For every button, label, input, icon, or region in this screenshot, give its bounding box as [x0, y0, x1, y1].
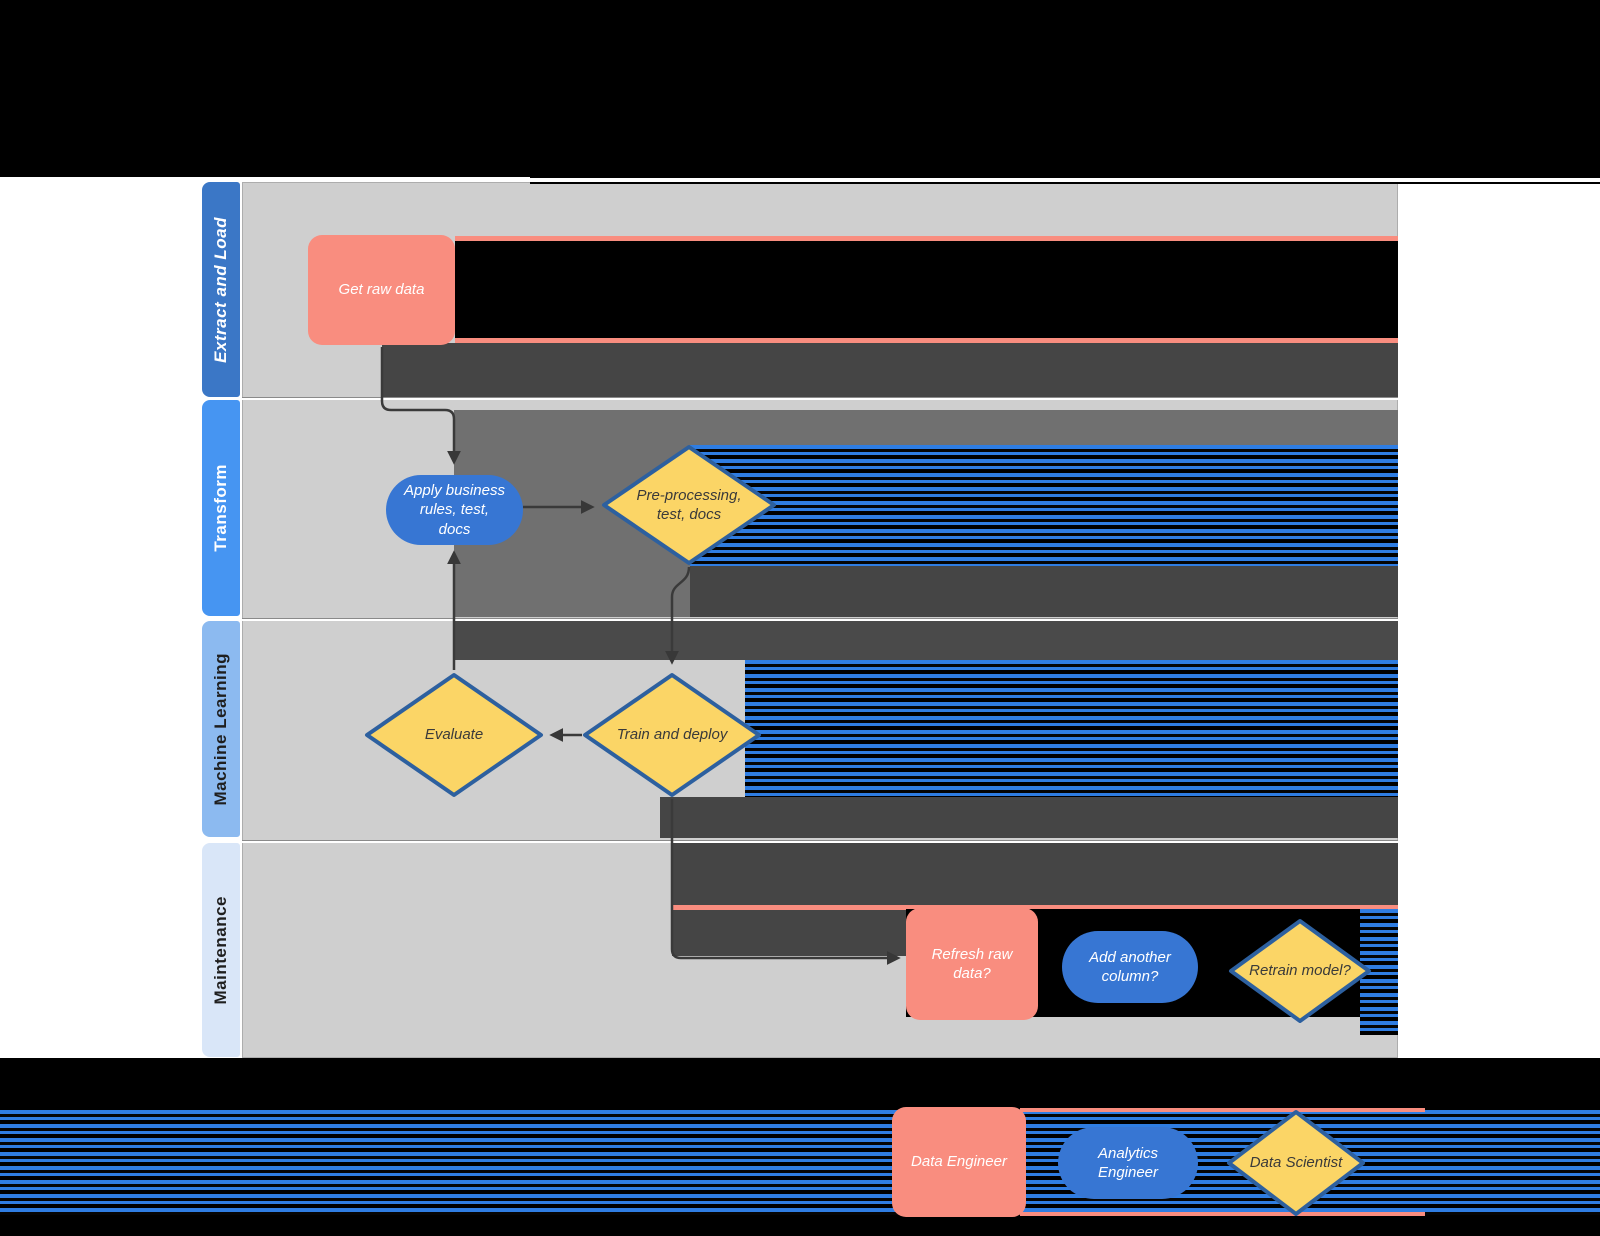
lane-divider: [242, 618, 1398, 621]
node-label: Pre-processing, test, docs: [636, 486, 742, 524]
legend-label: Data Scientist: [1249, 1154, 1343, 1172]
glitch-band: [672, 910, 907, 956]
lane-header-machine-learning[interactable]: Machine Learning: [202, 621, 240, 837]
lane-label: Extract and Load: [211, 216, 230, 363]
node-train-and-deploy[interactable]: Train and deploy: [582, 672, 762, 798]
glitch-line: [530, 182, 1600, 184]
diamond-shape: [1227, 1110, 1365, 1216]
glitch-line: [455, 236, 1398, 241]
node-apply-business-rules[interactable]: Apply business rules, test, docs: [386, 475, 523, 545]
node-label: Refresh raw data?: [931, 945, 1013, 983]
glitch-band: [454, 410, 1398, 447]
lane-divider: [242, 397, 1398, 400]
diamond-shape: [365, 673, 543, 797]
node-retrain-model[interactable]: Retrain model?: [1228, 918, 1372, 1024]
node-add-another-column[interactable]: Add another column?: [1062, 931, 1198, 1003]
glitch-stripes: [690, 445, 1398, 566]
glitch-band: [455, 241, 1398, 338]
lane-label: Machine Learning: [211, 652, 230, 806]
glitch-band: [690, 566, 1398, 617]
node-preprocessing[interactable]: Pre-processing, test, docs: [601, 444, 777, 566]
glitch-band-top: [0, 0, 1600, 178]
node-refresh-raw-data[interactable]: Refresh raw data?: [906, 908, 1038, 1020]
glitch-line: [0, 177, 530, 181]
lane-label: Transform: [211, 464, 230, 552]
lane-divider: [242, 840, 1398, 843]
lane-label: Maintenance: [211, 895, 230, 1005]
node-label: Get raw data: [338, 281, 425, 299]
glitch-band: [382, 343, 1398, 397]
lane-header-extract-and-load[interactable]: Extract and Load: [202, 182, 240, 397]
lane-header-maintenance[interactable]: Maintenance: [202, 843, 240, 1057]
node-label: Evaluate: [424, 726, 484, 744]
diamond-shape: [1229, 919, 1371, 1023]
legend-data-engineer[interactable]: Data Engineer: [892, 1107, 1026, 1217]
node-label: Train and deploy: [616, 726, 728, 744]
legend-label: Data Engineer: [911, 1153, 1007, 1171]
node-label: Apply business rules, test, docs: [404, 481, 505, 538]
node-get-raw-data[interactable]: Get raw data: [308, 235, 455, 345]
node-evaluate[interactable]: Evaluate: [364, 672, 544, 798]
lane-header-transform[interactable]: Transform: [202, 400, 240, 616]
node-label: Add another column?: [1089, 948, 1171, 986]
glitch-band: [672, 843, 1398, 905]
legend-analytics-engineer[interactable]: Analytics Engineer: [1058, 1127, 1198, 1199]
glitch-band: [660, 797, 1398, 838]
glitch-line: [1020, 1212, 1425, 1216]
diamond-shape: [602, 445, 776, 565]
legend-label: Analytics Engineer: [1097, 1144, 1159, 1182]
glitch-stripes: [745, 660, 1398, 797]
glitch-line: [672, 905, 1398, 910]
glitch-band: [454, 621, 1398, 660]
glitch-line: [455, 338, 1398, 343]
legend-data-scientist[interactable]: Data Scientist: [1226, 1109, 1366, 1217]
node-label: Retrain model?: [1249, 962, 1351, 980]
glitch-line: [1020, 1108, 1425, 1112]
diamond-shape: [583, 673, 761, 797]
